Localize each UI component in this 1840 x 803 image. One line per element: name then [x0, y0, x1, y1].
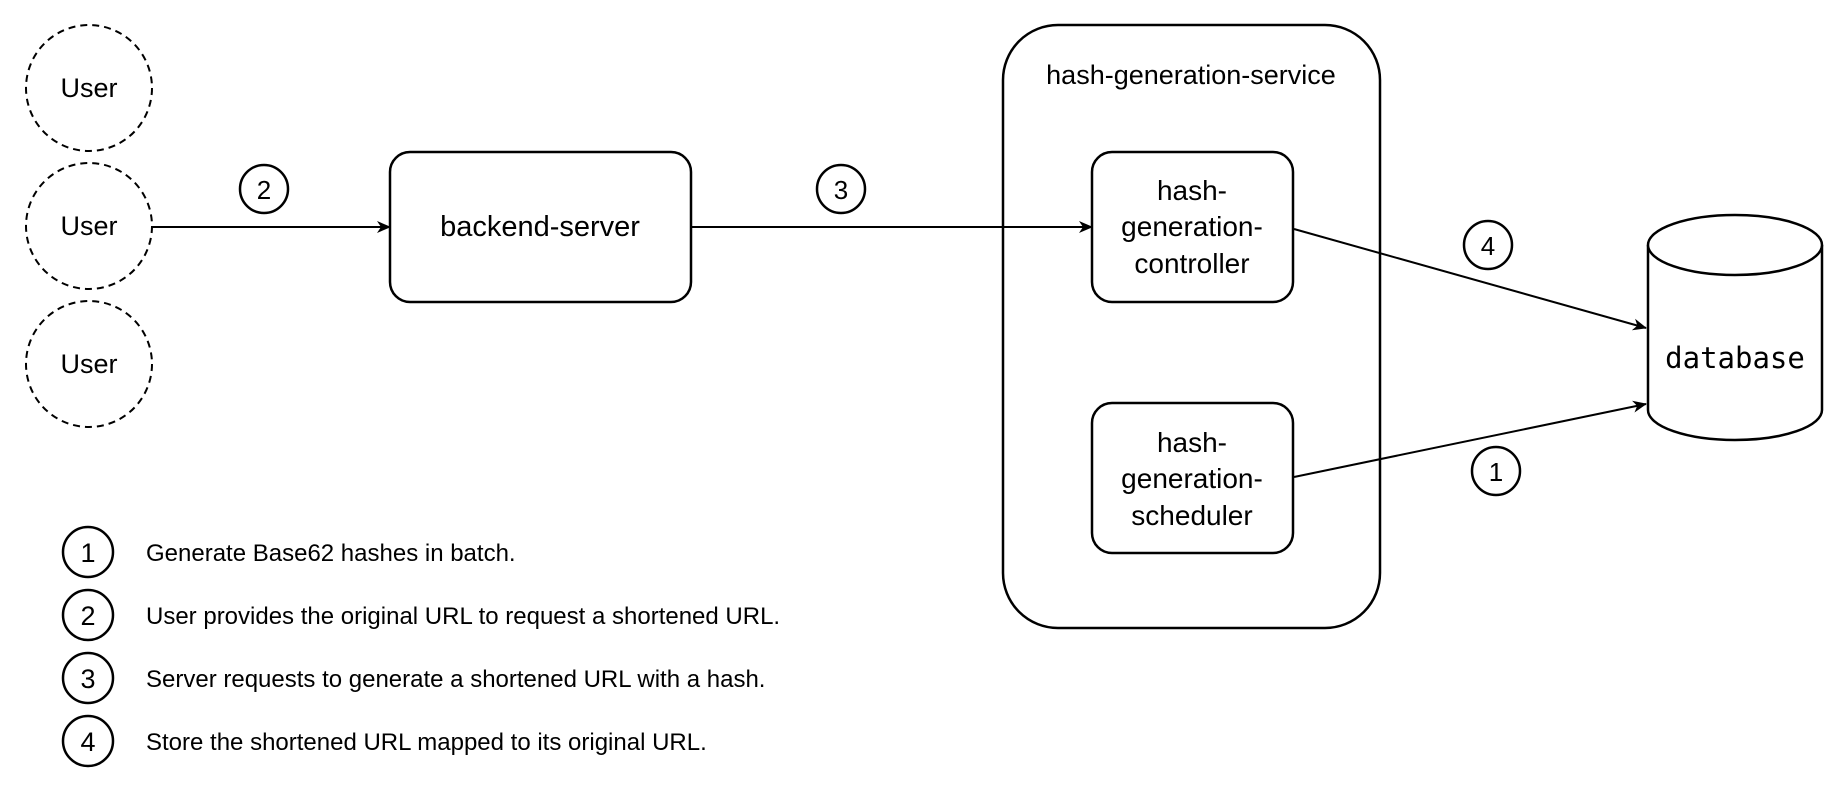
database-node: database: [1646, 213, 1824, 442]
scheduler-label-line: hash-: [1157, 427, 1227, 458]
user-node: User: [25, 24, 153, 152]
edge-backend-to-controller: 3: [692, 163, 1093, 233]
controller-label-line: controller: [1134, 248, 1249, 279]
legend-item: 1 Generate Base62 hashes in batch.: [61, 525, 516, 579]
controller-label-line: generation-: [1121, 211, 1263, 242]
controller-label-line: hash-: [1157, 175, 1227, 206]
legend-item: 3 Server requests to generate a shortene…: [61, 651, 765, 705]
user-label: User: [60, 349, 117, 379]
database-label: database: [1665, 341, 1805, 375]
legend-item: 2 User provides the original URL to requ…: [61, 588, 780, 642]
scheduler-label-line: generation-: [1121, 463, 1263, 494]
backend-server-label: backend-server: [440, 211, 640, 243]
legend-item: 4 Store the shortened URL mapped to its …: [61, 714, 707, 768]
legend-step-number: 1: [80, 538, 95, 568]
user-node: User: [25, 162, 153, 290]
service-title: hash-generation-service: [1046, 60, 1336, 90]
edge-controller-to-database: 4: [1293, 219, 1647, 331]
legend-step-number: 2: [80, 601, 95, 631]
edge-user-to-backend: 2: [152, 163, 391, 233]
legend-step-number: 3: [80, 664, 95, 694]
legend-text: Server requests to generate a shortened …: [146, 666, 765, 693]
hash-generation-controller-node: hash- generation- controller: [1090, 150, 1295, 304]
edge-step-label: 4: [1481, 231, 1495, 261]
backend-server-node: backend-server: [388, 150, 693, 304]
user-label: User: [60, 73, 117, 103]
legend: 1 Generate Base62 hashes in batch. 2 Use…: [61, 525, 780, 768]
user-node: User: [25, 300, 153, 428]
legend-text: Store the shortened URL mapped to its or…: [146, 729, 707, 756]
legend-text: User provides the original URL to reques…: [146, 603, 780, 630]
edge-step-label: 1: [1489, 457, 1503, 487]
user-label: User: [60, 211, 117, 241]
scheduler-label-line: scheduler: [1131, 500, 1252, 531]
legend-step-number: 4: [80, 727, 95, 757]
edge-step-label: 3: [834, 175, 848, 205]
legend-text: Generate Base62 hashes in batch.: [146, 540, 516, 567]
hash-generation-scheduler-node: hash- generation- scheduler: [1090, 401, 1295, 555]
edge-scheduler-to-database: 1: [1293, 400, 1647, 497]
edge-step-label: 2: [257, 175, 271, 205]
